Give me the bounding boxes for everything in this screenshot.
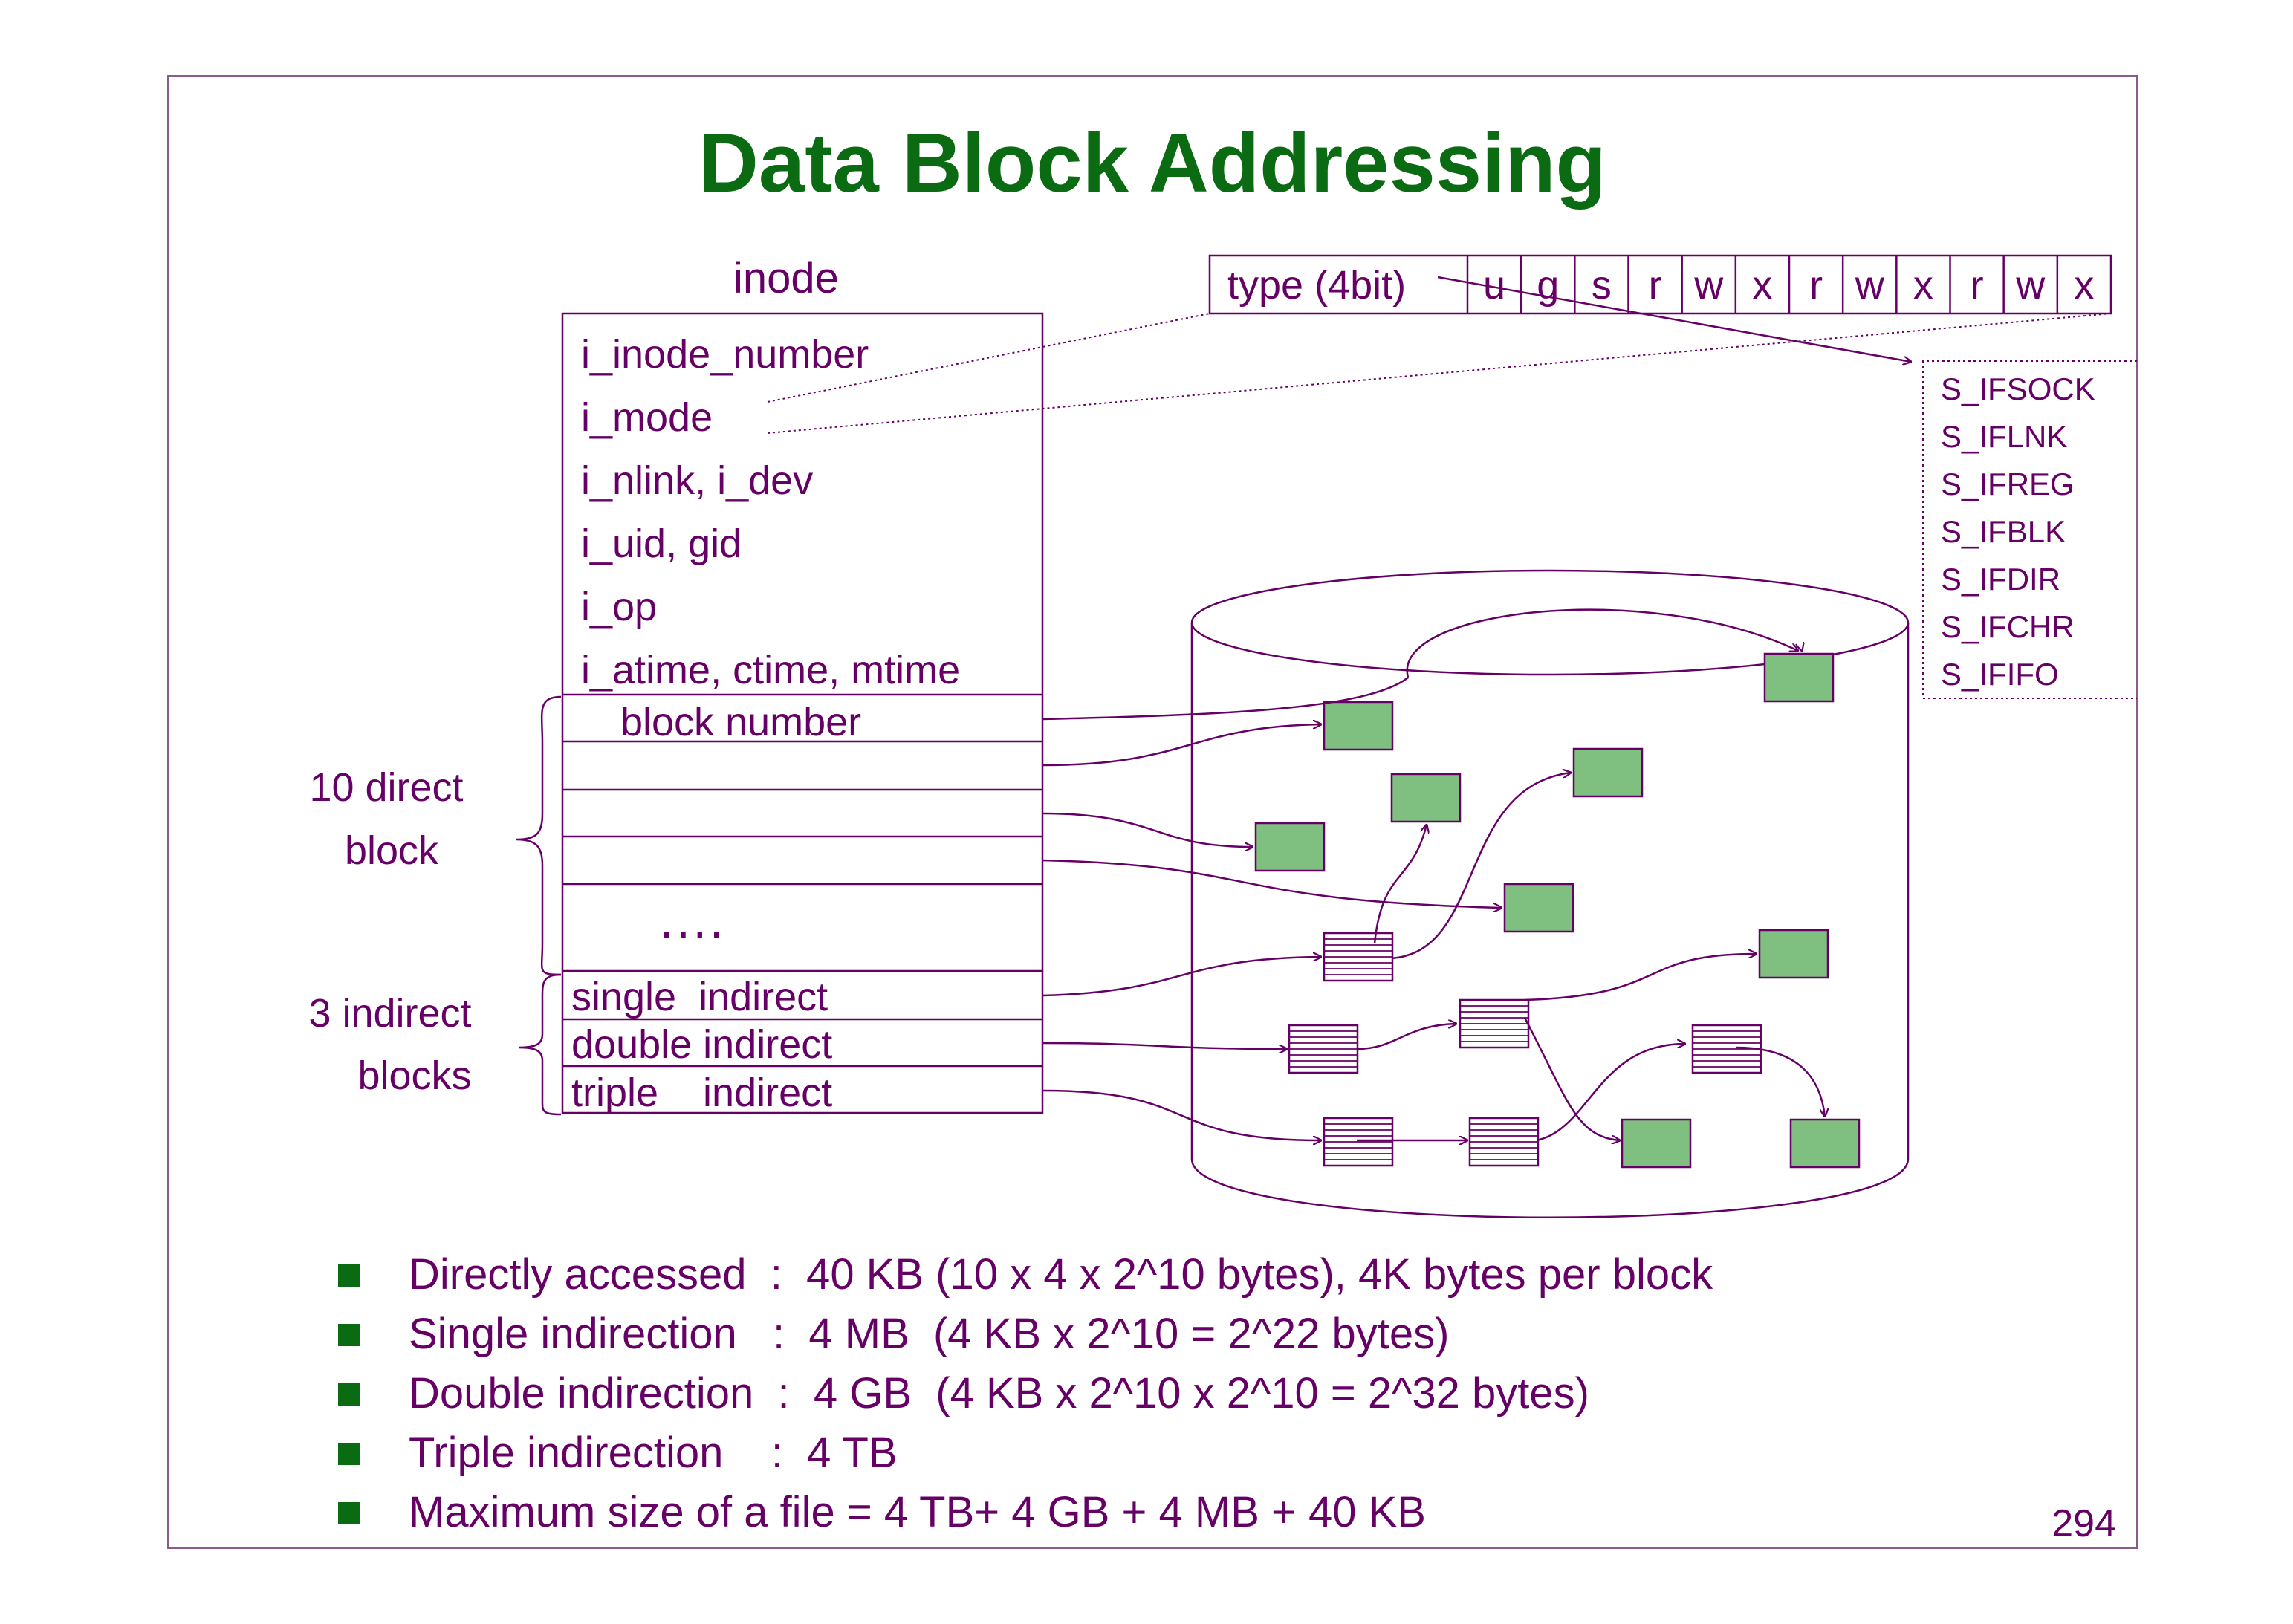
file-type: S_IFBLK: [1941, 514, 2066, 549]
inode-heading: inode: [733, 254, 839, 302]
mode-bit-x: x: [2074, 263, 2094, 308]
bullet-marker: [338, 1443, 360, 1465]
mode-projection-line: [767, 313, 2112, 434]
bullet-text: Double indirection : 4 GB (4 KB x 2^10 x…: [409, 1369, 1589, 1417]
data-block: [1323, 701, 1394, 751]
pointer-arrow: [1735, 1046, 1825, 1117]
ellipsis: ....: [660, 893, 726, 948]
index-block: [1459, 998, 1530, 1049]
inode-field: i_inode_number: [581, 332, 869, 377]
pointer-arrow: [1042, 617, 1802, 719]
index-block: [1468, 1117, 1540, 1167]
block-number-label: block number: [620, 700, 861, 744]
indirect-brace-label: blocks: [357, 1053, 471, 1098]
file-type: S_IFCHR: [1941, 609, 2075, 644]
block-row-dividers: [562, 693, 1042, 1068]
disk-cylinder: [1190, 569, 1910, 1218]
pointer-arrow: [1391, 773, 1571, 960]
data-block: [1621, 1118, 1692, 1169]
pointer-arrow: [1373, 825, 1427, 944]
index-blocks: [1288, 932, 1762, 1167]
data-block: [1789, 1118, 1861, 1169]
file-type: S_IFLNK: [1941, 419, 2067, 454]
mode-bits-bar: [1208, 254, 2112, 315]
bullet-text: Single indirection : 4 MB (4 KB x 2^10 =…: [409, 1310, 1449, 1358]
index-block: [1323, 1117, 1394, 1167]
bullet-text: Directly accessed : 40 KB (10 x 4 x 2^10…: [409, 1250, 1713, 1299]
indirect-brace-label: 3 indirect: [308, 991, 471, 1036]
bullet-marker: [338, 1324, 360, 1346]
direct-brace: [516, 695, 562, 976]
mode-projection-line: [767, 313, 1210, 403]
file-type: S_IFREG: [1941, 467, 2075, 501]
mode-bit-w: w: [2015, 263, 2046, 308]
single-indirect-label: single indirect: [571, 975, 828, 1019]
inode-field: i_nlink, i_dev: [581, 458, 813, 503]
index-block: [1323, 932, 1394, 982]
mode-type-label: type (4bit): [1227, 263, 1406, 308]
index-block: [1691, 1024, 1762, 1074]
pointer-arrow: [1042, 724, 1321, 767]
data-block: [1758, 929, 1829, 979]
pointer-arrow: [1356, 1024, 1456, 1050]
mode-bit-x: x: [1752, 263, 1772, 308]
double-indirect-label: double indirect: [571, 1022, 832, 1067]
data-block: [1254, 822, 1326, 872]
pointer-arrow: [1042, 716, 1321, 724]
page-number: 294: [2052, 1502, 2116, 1545]
data-block: [1503, 883, 1574, 933]
bullet-marker: [338, 1383, 360, 1406]
data-block: [1763, 652, 1835, 703]
pointer-arrow: [1042, 651, 1798, 719]
mode-bit-r: r: [1649, 263, 1662, 308]
slide-frame: [167, 75, 2138, 1549]
bullet-list: Directly accessed : 40 KB (10 x 4 x 2^10…: [338, 1250, 1713, 1536]
file-type: S_IFDIR: [1941, 562, 2060, 597]
mode-bit-s: s: [1592, 263, 1612, 308]
type-arrow: [1437, 276, 1911, 362]
mode-bit-w: w: [1693, 263, 1724, 308]
inode-box: [561, 312, 1044, 1114]
mode-bit-w: w: [1855, 263, 1885, 308]
pointer-arrow: [1523, 1017, 1620, 1140]
file-type: S_IFIFO: [1941, 657, 2059, 692]
pointer-arrow: [1042, 957, 1321, 997]
bullet-text: Maximum size of a file = 4 TB+ 4 GB + 4 …: [409, 1488, 1426, 1536]
data-block: [1572, 747, 1644, 798]
mode-bit-x: x: [1913, 263, 1933, 308]
pointer-arrow: [1042, 859, 1502, 908]
inode-field: i_op: [581, 585, 657, 629]
inode-field: i_atime, ctime, mtime: [581, 648, 960, 692]
bullet-text: Triple indirection : 4 TB: [409, 1429, 898, 1477]
pointer-arrows: [1042, 608, 1825, 1142]
pointer-arrow: [1042, 1042, 1287, 1049]
direct-brace-label: block: [345, 828, 439, 873]
data-blocks: [1254, 652, 1861, 1169]
bullet-marker: [338, 1264, 360, 1287]
bullet-marker: [338, 1502, 360, 1524]
pointer-arrow: [1042, 812, 1253, 847]
slide-title: Data Block Addressing: [698, 117, 1606, 210]
mode-bit-g: g: [1537, 263, 1559, 308]
pointer-arrow: [1042, 677, 1409, 721]
pointer-arrow: [1524, 954, 1757, 1001]
mode-bit-r: r: [1809, 263, 1823, 308]
pointer-arrow: [1536, 1044, 1685, 1142]
inode-field: i_uid, gid: [581, 522, 742, 566]
direct-brace-label: 10 direct: [309, 765, 463, 810]
index-block: [1288, 1024, 1359, 1074]
indirect-brace: [518, 973, 562, 1116]
data-block: [1390, 773, 1462, 823]
mode-bit-r: r: [1971, 263, 1984, 308]
pointer-arrow: [1406, 608, 1798, 678]
pointer-arrow: [1042, 1089, 1321, 1140]
inode-field: i_mode: [581, 395, 713, 440]
triple-indirect-label: triple indirect: [571, 1071, 832, 1115]
file-type: S_IFSOCK: [1941, 371, 2095, 406]
